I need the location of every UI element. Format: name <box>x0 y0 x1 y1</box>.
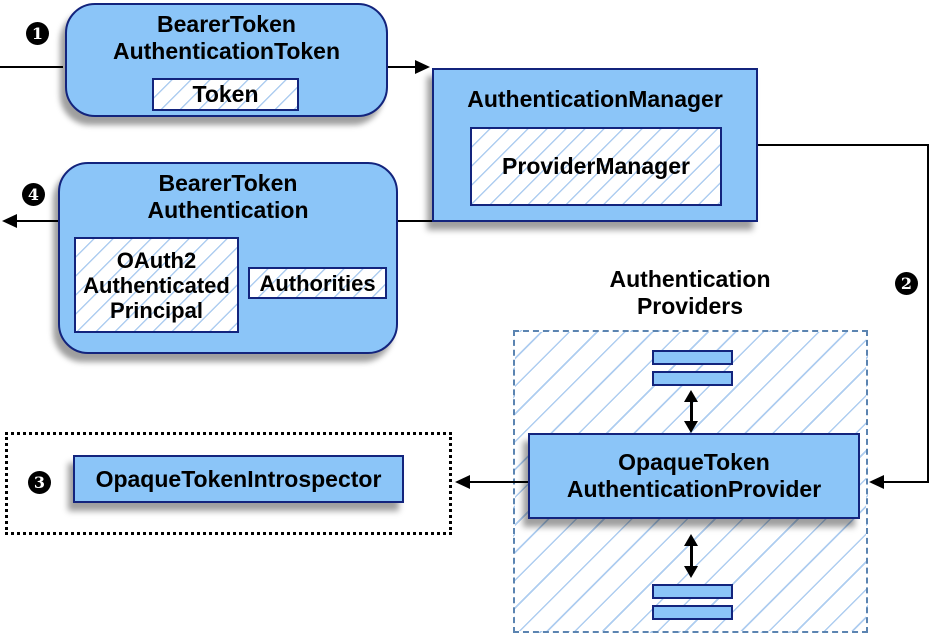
authorities-label: Authorities <box>259 270 376 296</box>
introspector-group <box>5 432 452 535</box>
other-provider-bar <box>652 584 733 599</box>
heading-line-2: Providers <box>636 293 744 319</box>
authentication-providers-group: OpaqueToken AuthenticationProvider <box>513 330 868 633</box>
heading-line-1: Authentication <box>609 266 771 292</box>
arrow-provider-to-introspector-line <box>470 481 528 483</box>
arrow-provider-to-introspector-head-icon <box>455 475 470 489</box>
step-4-number: 4 <box>27 185 40 204</box>
introspector-label: OpaqueTokenIntrospector <box>95 465 382 492</box>
double-arrow-icon <box>683 390 699 433</box>
step-1-badge: 1 <box>26 22 49 45</box>
other-provider-bar <box>652 350 733 365</box>
arrowhead-up-icon <box>684 534 698 546</box>
exit-arrow-head-icon <box>2 214 17 228</box>
double-arrow-icon <box>683 534 699 578</box>
node-bearer-token-authentication-token: BearerToken AuthenticationToken Token <box>65 3 388 117</box>
connector-manager-right-line <box>758 144 929 146</box>
node-title: BearerToken Authentication <box>60 170 396 224</box>
inner-provider-manager-box: ProviderManager <box>470 127 722 206</box>
connector-into-providers-line <box>884 481 928 483</box>
principal-line-2: Authenticated <box>83 272 230 298</box>
step-2-number: 2 <box>900 274 913 293</box>
step-3-number: 3 <box>33 473 46 492</box>
node-opaque-token-authentication-provider: OpaqueToken AuthenticationProvider <box>528 433 860 519</box>
step-1-number: 1 <box>31 24 44 43</box>
arrow-stem <box>689 402 693 421</box>
title-line-2: AuthenticationToken <box>112 38 340 64</box>
inner-token-box: Token <box>152 78 299 111</box>
connector-manager-to-result-line <box>398 220 432 222</box>
arrowhead-down-icon <box>684 566 698 578</box>
title-line-1: OpaqueToken <box>618 449 770 475</box>
inner-authorities-box: Authorities <box>248 267 387 299</box>
arrowhead-down-icon <box>684 421 698 433</box>
other-provider-bar <box>652 605 733 620</box>
authentication-providers-heading: Authentication Providers <box>555 266 825 320</box>
title-line-1: BearerToken <box>158 170 298 196</box>
node-title: BearerToken AuthenticationToken <box>67 11 386 65</box>
arrowhead-up-icon <box>684 390 698 402</box>
arrow-into-providers-head-icon <box>869 475 884 489</box>
principal-line-1: OAuth2 <box>116 247 197 273</box>
step-2-badge: 2 <box>895 272 918 295</box>
title-line-2: AuthenticationProvider <box>566 476 822 502</box>
connector-manager-down-line <box>927 144 929 483</box>
principal-line-3: Principal <box>110 297 203 323</box>
step-4-badge: 4 <box>22 183 45 206</box>
node-title: AuthenticationManager <box>467 86 723 112</box>
token-label: Token <box>192 81 259 107</box>
arrow-token-to-manager-line <box>388 66 415 68</box>
other-provider-bar <box>652 371 733 386</box>
title-line-1: BearerToken <box>157 11 296 37</box>
exit-line <box>16 220 58 222</box>
step-3-badge: 3 <box>28 471 51 494</box>
arrow-token-to-manager-head-icon <box>415 60 430 74</box>
node-authentication-manager: AuthenticationManager ProviderManager <box>432 68 758 222</box>
inner-oauth2-authenticated-principal-box: OAuth2 Authenticated Principal <box>74 237 239 333</box>
title-line-2: Authentication <box>147 197 309 223</box>
node-bearer-token-authentication: BearerToken Authentication OAuth2 Authen… <box>58 162 398 354</box>
provider-manager-label: ProviderManager <box>502 153 690 179</box>
arrow-stem <box>689 546 693 566</box>
node-opaque-token-introspector: OpaqueTokenIntrospector <box>73 455 404 503</box>
entry-line <box>0 66 63 68</box>
